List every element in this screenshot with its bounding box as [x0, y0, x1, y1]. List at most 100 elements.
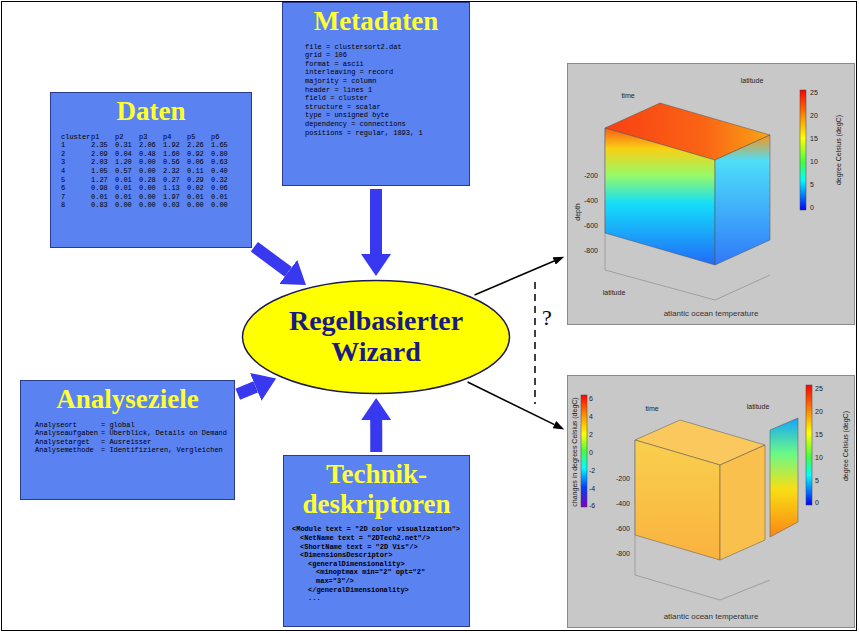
table-cell: 1.60	[163, 150, 187, 159]
table-cell: 2.09	[91, 150, 115, 159]
table-cell: 0.48	[139, 150, 163, 159]
wizard-ellipse: Regelbasierter Wizard	[241, 279, 511, 395]
table-cell: p3	[139, 133, 163, 142]
table-cell: 4	[61, 167, 91, 176]
table-cell: 0.04	[115, 150, 139, 159]
table-cell: 0.00	[139, 158, 163, 167]
axis-label: latitude	[741, 77, 764, 84]
axis-label: time	[645, 405, 658, 412]
table-cell: 0.98	[91, 184, 115, 193]
input-arrow	[254, 247, 288, 272]
color-bar	[800, 90, 806, 210]
table-cell: 5	[61, 176, 91, 185]
key-value-part: Analyseaufgaben	[35, 429, 101, 438]
table-cell: 0.40	[211, 167, 235, 176]
axis-label: 25	[810, 89, 818, 96]
plot-panel	[567, 63, 855, 628]
axis-label: -800	[616, 550, 630, 557]
axis-label: 10	[815, 454, 823, 461]
plot-title: atlantic ocean temperature	[664, 310, 759, 319]
table-cell: 1.65	[211, 141, 235, 150]
axis-label: 0	[589, 449, 593, 456]
table-cell: 0.01	[115, 176, 139, 185]
box-text-line: <Module text = "2D color visualization">	[290, 525, 463, 534]
box-text-line: header = lines 1	[289, 86, 463, 95]
axis-label: 6	[589, 395, 593, 402]
output-arrow	[475, 261, 555, 295]
box-text-line: ...	[290, 594, 463, 603]
axis-label: 5	[810, 181, 814, 188]
table-cell: 1.05	[91, 167, 115, 176]
box-text-line: 5 1.27 0.01 0.28 0.27 0.29 0.32	[57, 176, 245, 185]
table-cell: 0.01	[91, 193, 115, 202]
box-text-line: dependency = connections	[289, 120, 463, 129]
volume-plot	[605, 128, 715, 265]
key-value-part: = Identifizieren, Vergleichen	[101, 446, 228, 455]
node-content: Datencluster p1 p2 p3 p4 p5 p61 2.35 0.3…	[51, 93, 251, 214]
box-text-line: file = clustersort2.dat	[289, 43, 463, 52]
volume-plot	[720, 445, 765, 560]
axis-label: 20	[815, 408, 823, 415]
table-cell: 2.26	[187, 141, 211, 150]
box-text-line: type = unsigned byte	[289, 111, 463, 120]
volume-plot	[635, 440, 770, 600]
box-text-line: 6 0.98 0.01 0.00 1.13 0.02 0.06	[57, 184, 245, 193]
volume-plot	[605, 128, 770, 300]
box-text-line: positions = regular, 1893, 1	[289, 129, 463, 138]
table-cell: 0.01	[115, 193, 139, 202]
box-text-line: Analysemethode = Identifizieren, Verglei…	[27, 446, 228, 455]
axis-label: 25	[815, 385, 823, 392]
volume-plot	[715, 135, 770, 265]
table-cell: 0.01	[115, 184, 139, 193]
key-value-part: = Ausreisser	[101, 438, 228, 447]
table-cell: 0.00	[187, 201, 211, 210]
box-text-line: <NetName text = "2DTech2.net"/>	[290, 534, 463, 543]
volume-plot	[635, 418, 798, 600]
axis-label: -2	[589, 467, 595, 474]
node-content: Metadatenfile = clustersort2.datgrid = 1…	[283, 3, 469, 141]
table-cell: 0.80	[211, 150, 235, 159]
axis-label: -400	[616, 500, 630, 507]
axis-label: latitude	[603, 289, 626, 296]
node-content: Technik-deskriptoren <Module text = "2D c…	[284, 456, 469, 607]
metadata-box: Metadatenfile = clustersort2.datgrid = 1…	[282, 2, 470, 186]
table-cell: 2.06	[139, 141, 163, 150]
table-cell: 8	[61, 201, 91, 210]
table-cell: 2.03	[91, 158, 115, 167]
table-cell: 0.00	[139, 193, 163, 202]
question-mark: ?	[542, 307, 552, 329]
input-arrow	[238, 387, 256, 394]
box-text-line: Analyseort = global	[27, 421, 228, 430]
box-text-line: <generalDimensionality>	[290, 560, 463, 569]
axis-label: latitude	[747, 403, 770, 410]
table-cell: 0.29	[187, 176, 211, 185]
axis-label: degree Celsius (degC)	[835, 115, 842, 185]
box-text-line: interleaving = record	[289, 68, 463, 77]
table-cell: 0.00	[211, 201, 235, 210]
axis-label: -200	[584, 172, 598, 179]
table-cell: 1.20	[115, 158, 139, 167]
plot-panel: atlantic ocean temperature	[567, 375, 855, 628]
table-cell: 0.57	[115, 167, 139, 176]
table-cell: 1.27	[91, 176, 115, 185]
axis-label: degree Celsius (degC)	[842, 411, 849, 481]
axis-label: 4	[589, 413, 593, 420]
table-cell: 0.32	[211, 176, 235, 185]
volume-plot	[770, 418, 798, 537]
table-cell: 0.11	[187, 167, 211, 176]
box-text-line: grid = 106	[289, 51, 463, 60]
wizard-ellipse-shape	[243, 281, 510, 394]
table-cell: 2.35	[91, 141, 115, 150]
box-title: Technik-deskriptoren	[290, 460, 463, 519]
plot-panel	[567, 63, 855, 325]
axis-label: 15	[810, 135, 818, 142]
table-cell: 0.00	[115, 201, 139, 210]
table-cell: 0.92	[187, 150, 211, 159]
box-text-line: 8 0.83 0.00 0.00 0.03 0.00 0.00	[57, 201, 245, 210]
box-text-line: <DimensionsDescriptor>	[290, 551, 463, 560]
technique-box: Technik-deskriptoren <Module text = "2D c…	[283, 455, 470, 627]
axis-label: -800	[584, 247, 598, 254]
box-text-line: 7 0.01 0.01 0.00 1.97 0.01 0.01	[57, 193, 245, 202]
axis-label: 10	[810, 158, 818, 165]
